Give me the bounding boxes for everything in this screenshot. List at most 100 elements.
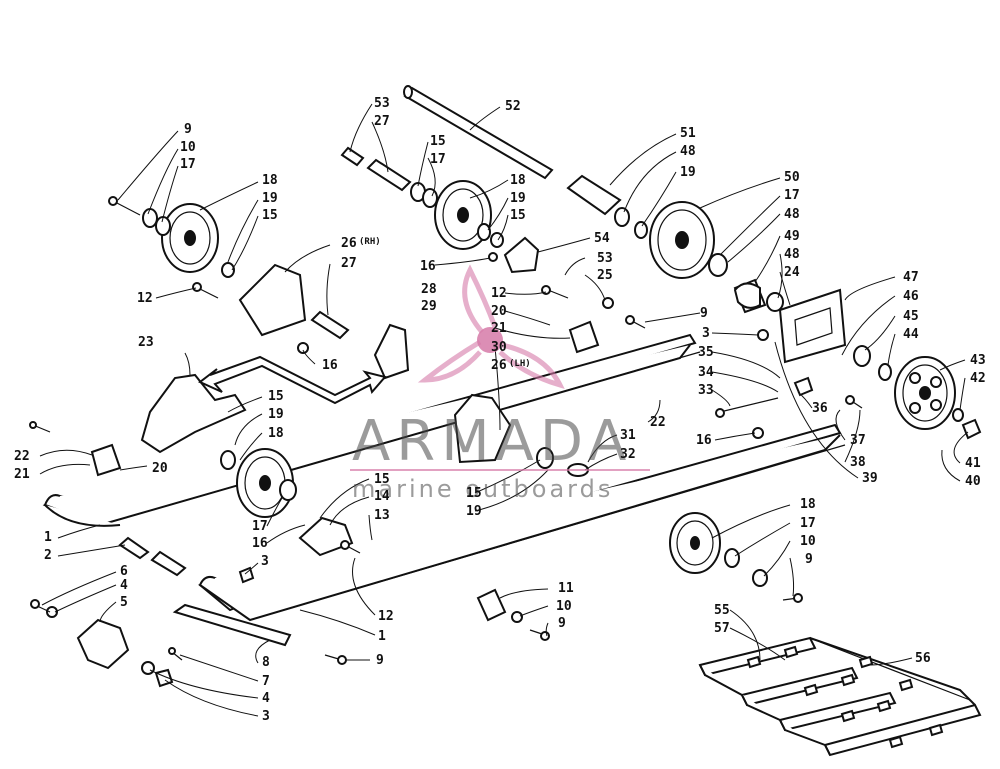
callout-15: 15 [430,134,446,149]
callout-11: 11 [558,581,574,596]
callout-39: 39 [862,471,878,486]
callout-10: 10 [180,140,196,155]
callout-1: 1 [44,530,52,545]
callout-47: 47 [903,270,919,285]
callout-48: 48 [784,247,800,262]
callout-50: 50 [784,170,800,185]
callout-35: 35 [698,345,714,360]
track-section [698,636,982,757]
callout-17: 17 [430,152,446,167]
callout-57: 57 [714,621,730,636]
callout-41: 41 [965,456,981,471]
callout-23: 23 [138,335,154,350]
callout-3: 3 [261,554,269,569]
callout-18: 18 [262,173,278,188]
callout-4: 4 [262,691,270,706]
callout-55: 55 [714,603,730,618]
callout-43: 43 [970,353,986,368]
callout-labels: 9 10 17 18 19 15 12 26 (RH) 27 16 53 27 … [14,96,986,724]
left-slide-rail [42,333,701,527]
callout-5: 5 [120,595,128,610]
callout-12: 12 [378,609,394,624]
callout-7: 7 [262,674,270,689]
callout-15: 15 [268,389,284,404]
callout-45: 45 [903,309,919,324]
callout-9: 9 [376,653,384,668]
bolts [29,196,863,665]
rear-axle-plate [778,288,847,364]
front-arm-assembly [140,373,247,454]
callout-32: 32 [620,447,636,462]
callout-17: 17 [800,516,816,531]
callout-15: 15 [510,208,526,223]
callout-15: 15 [374,472,390,487]
callout-54: 54 [594,231,610,246]
side-mark-rh: (RH) [359,237,381,247]
callout-27: 27 [374,114,390,129]
callout-40: 40 [965,474,981,489]
callout-19: 19 [510,191,526,206]
callout-56: 56 [915,651,931,666]
callout-4: 4 [120,578,128,593]
callout-19: 19 [466,504,482,519]
callout-21: 21 [491,321,507,336]
callout-48: 48 [784,207,800,222]
callout-2: 2 [44,548,52,563]
callout-12: 12 [137,291,153,306]
callout-20: 20 [152,461,168,476]
callout-30: 30 [491,340,507,355]
callout-9: 9 [184,122,192,137]
callout-24: 24 [784,265,800,280]
spacer-tubes-lower [118,536,187,577]
callout-6: 6 [120,564,128,579]
callout-12: 12 [491,286,507,301]
axle-brackets [238,236,540,464]
side-mark-lh: (LH) [509,359,531,369]
callout-9: 9 [558,616,566,631]
callout-15: 15 [262,208,278,223]
shock-mount [298,516,354,557]
leader-lines [39,103,969,717]
callout-18: 18 [268,426,284,441]
callout-16: 16 [696,433,712,448]
callout-27: 27 [341,256,357,271]
callout-19: 19 [680,165,696,180]
spacer-tubes-upper [340,146,412,192]
rail-blocks [90,320,600,622]
idler-wheel-upper-right [649,201,715,279]
callout-53: 53 [597,251,613,266]
callout-21: 21 [14,467,30,482]
callout-29: 29 [421,299,437,314]
main-shaft [403,85,554,180]
idler-wheel-lower-right [669,512,721,574]
callout-19: 19 [262,191,278,206]
watermark-tagline: marine outboards [352,475,613,503]
callout-51: 51 [680,126,696,141]
callout-26: 26 [491,358,507,373]
spacer-tube-mid [310,310,350,340]
callout-13: 13 [374,508,390,523]
wear-strip [172,603,292,647]
callout-22: 22 [14,449,30,464]
idler-wheel-upper-left [161,203,219,273]
callout-42: 42 [970,371,986,386]
callout-10: 10 [800,534,816,549]
watermark-brand: ARMADA [352,409,632,474]
watermark-propeller-icon [417,264,565,389]
callout-33: 33 [698,383,714,398]
callout-1: 1 [378,629,386,644]
callout-15: 15 [466,486,482,501]
callout-26: 26 [341,236,357,251]
callout-46: 46 [903,289,919,304]
callout-48: 48 [680,144,696,159]
right-slide-rail [198,423,846,622]
callout-28: 28 [421,282,437,297]
callout-9: 9 [700,306,708,321]
callout-9: 9 [805,552,813,567]
callout-19: 19 [268,407,284,422]
bearings [46,182,982,688]
callout-18: 18 [800,497,816,512]
callout-53: 53 [374,96,390,111]
spacer-tube-front [566,174,622,216]
